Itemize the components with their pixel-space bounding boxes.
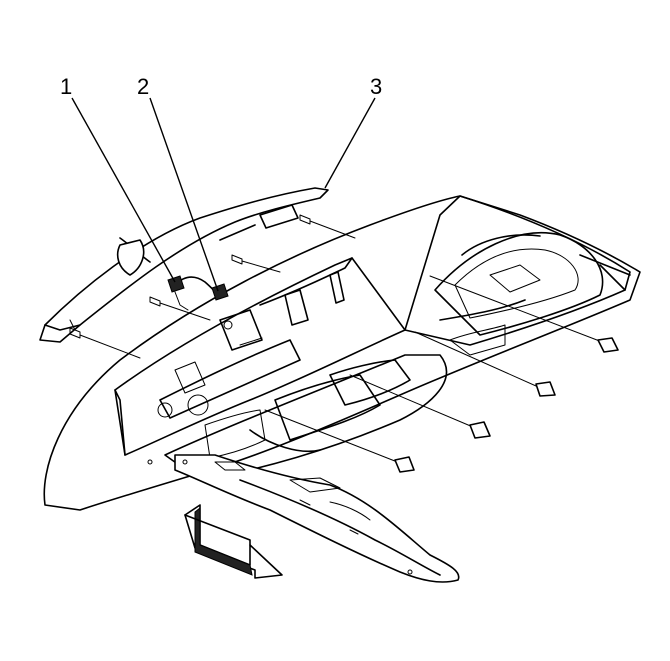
spoiler-mounting-studs: [69, 214, 356, 359]
callout-3: 3: [370, 74, 382, 99]
trunk-lid: [43, 195, 641, 583]
callout-labels: 1 2 3: [60, 74, 382, 99]
front-direction-arrow: [184, 504, 283, 579]
callout-1: 1: [60, 74, 72, 99]
callout-2: 2: [137, 74, 149, 99]
fasteners: [264, 275, 619, 473]
wiring-harness: [167, 275, 229, 311]
callout-leaders: [71, 97, 376, 292]
rear-spoiler: [39, 187, 329, 343]
